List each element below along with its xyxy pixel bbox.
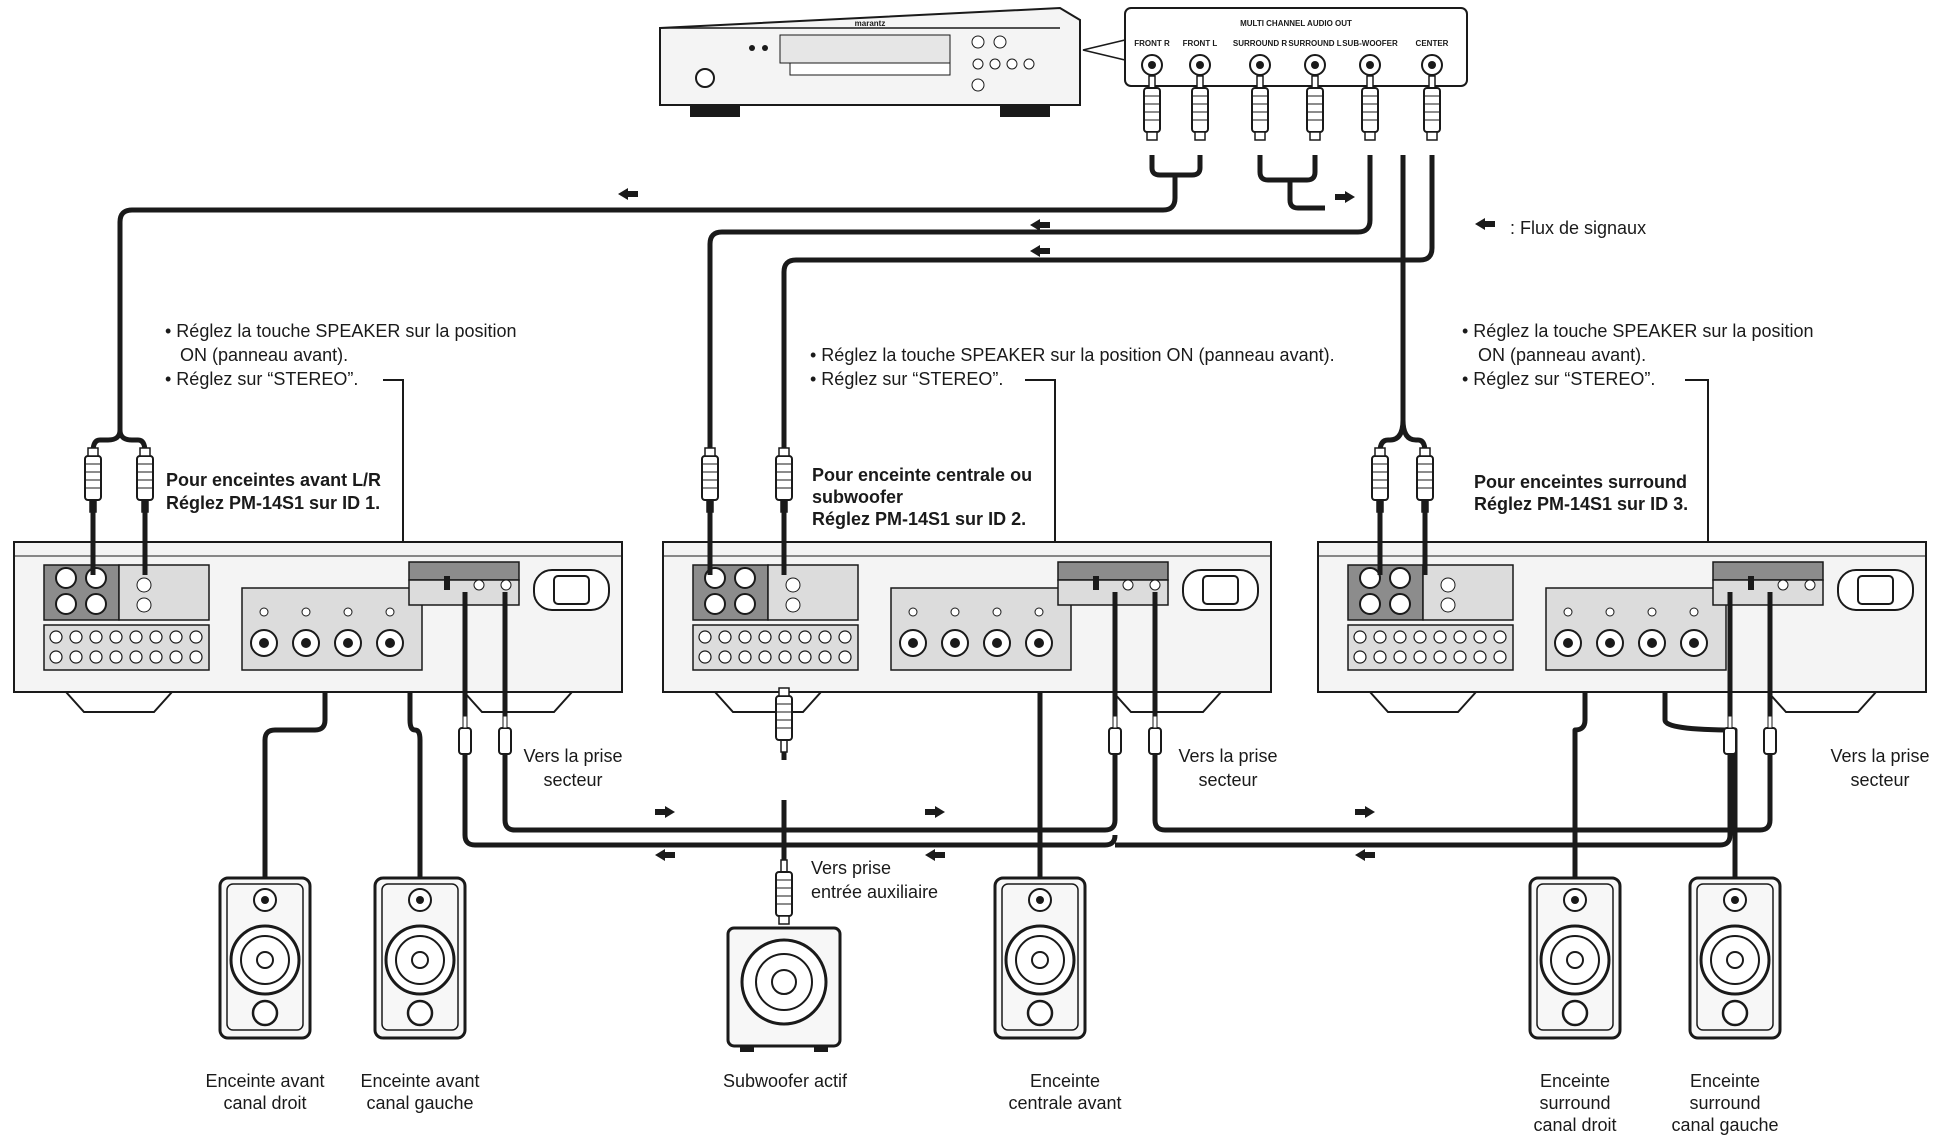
speaker-label-front-right: Enceinte avant canal droit — [205, 1071, 325, 1113]
rca-plug-icon — [136, 447, 154, 513]
amp1-note-stereo: • Réglez sur “STEREO”. — [165, 369, 359, 389]
amp3-note-stereo: • Réglez sur “STEREO”. — [1462, 369, 1656, 389]
amp1-note-line2: ON (panneau avant). — [180, 345, 349, 365]
flow-arrow-icon — [1475, 218, 1495, 230]
rca-plug-icon — [1306, 75, 1324, 141]
amplifier-rear-panel — [662, 541, 1272, 713]
amp3-note-line1: • Réglez la touche SPEAKER sur la positi… — [1462, 321, 1814, 341]
amp2-note-stereo: • Réglez sur “STEREO”. — [810, 369, 1004, 389]
amp2-title-line1: Pour enceinte centrale ou — [812, 465, 1033, 485]
amp2-note-line1: • Réglez la touche SPEAKER sur la positi… — [810, 345, 1335, 365]
jack-label: FRONT R — [1134, 39, 1170, 48]
jack-label: SUB-WOOFER — [1342, 39, 1398, 48]
speaker-surround-left — [1688, 876, 1782, 1040]
speaker-label-surround-right: Enceinte surround canal droit — [1533, 1071, 1617, 1135]
flow-arrow-icon — [618, 188, 638, 200]
amp3-mains-label: Vers la prise secteur — [1830, 746, 1930, 790]
multi-channel-panel: MULTI CHANNEL AUDIO OUT FRONT R FRONT L SU… — [1124, 7, 1468, 87]
rca-plug-icon — [1361, 75, 1379, 141]
speaker-front-left — [373, 876, 467, 1040]
speaker-center — [993, 876, 1087, 1040]
flow-arrow-icon — [925, 849, 945, 861]
rca-jack-icon — [704, 593, 726, 615]
mini-plug-icon — [458, 592, 472, 755]
flow-arrow-icon — [655, 849, 675, 861]
flow-arrow-icon — [1355, 849, 1375, 861]
flow-arrow-icon — [1030, 219, 1050, 231]
mini-plug-icon — [1723, 592, 1737, 755]
flow-arrow-icon — [1355, 806, 1375, 818]
rca-plug-icon — [1251, 75, 1269, 141]
amp3-title-line2: Réglez PM-14S1 sur ID 3. — [1474, 494, 1689, 514]
multi-channel-title: MULTI CHANNEL AUDIO OUT — [1240, 19, 1352, 28]
mini-plug-icon — [1148, 592, 1162, 755]
rca-plug-icon — [1423, 75, 1441, 141]
flow-arrow-icon — [925, 806, 945, 818]
rca-jack-icon — [1359, 593, 1381, 615]
rca-jack-icon — [734, 593, 756, 615]
rca-jack-icon — [85, 567, 107, 589]
speaker-surround-right — [1528, 876, 1622, 1040]
subwoofer — [726, 926, 842, 1052]
rca-jack-icon — [55, 567, 77, 589]
amp1-title-line2: Réglez PM-14S1 sur ID 1. — [166, 493, 381, 513]
rca-jack-icon — [1389, 593, 1411, 615]
rca-jack-icon — [1359, 567, 1381, 589]
rca-jack-icon — [85, 593, 107, 615]
amplifier-rear-panel — [1317, 541, 1927, 713]
sacd-player: marantz — [659, 6, 1126, 117]
amp2-title-line2: subwoofer — [812, 487, 904, 507]
mini-plug-icon — [1108, 592, 1122, 755]
speaker-front-right — [218, 876, 312, 1040]
speaker-label-subwoofer: Subwoofer actif — [722, 1071, 848, 1091]
note-leaders — [383, 379, 1709, 560]
amp3-title-line1: Pour enceintes surround — [1474, 472, 1688, 492]
speaker-label-front-left: Enceinte avant canal gauche — [360, 1071, 480, 1113]
mini-plug-icon — [1763, 592, 1777, 755]
signal-flow-arrows — [618, 188, 1495, 861]
jack-label: FRONT L — [1183, 39, 1218, 48]
rca-plug-icon — [775, 859, 793, 925]
amp1-title-line1: Pour enceintes avant L/R — [166, 470, 382, 490]
amp2-mains-label: Vers la prise secteur — [1178, 746, 1278, 790]
flow-arrow-icon — [655, 806, 675, 818]
amplifier-rear-panel — [13, 541, 623, 713]
rca-jack-icon — [1389, 567, 1411, 589]
rca-jack-icon — [734, 567, 756, 589]
amp2-title-line3: Réglez PM-14S1 sur ID 2. — [812, 509, 1027, 529]
jack-label: CENTER — [1416, 39, 1449, 48]
amp3-note-line2: ON (panneau avant). — [1478, 345, 1647, 365]
speaker-label-surround-left: Enceinte surround canal gauche — [1671, 1071, 1779, 1135]
aux-input-label: Vers prise entrée auxiliaire — [811, 858, 939, 902]
mini-plug-icon — [498, 592, 512, 755]
flow-arrow-icon — [1030, 245, 1050, 257]
flow-arrow-icon — [1335, 191, 1355, 203]
signal-flow-legend: : Flux de signaux — [1510, 218, 1647, 238]
rca-jack-icon — [55, 593, 77, 615]
amp1-mains-label: Vers la prise secteur — [523, 746, 623, 790]
amp1-note-line1: • Réglez la touche SPEAKER sur la positi… — [165, 321, 517, 341]
jack-label: SURROUND L — [1288, 39, 1341, 48]
rca-plug-icon — [775, 687, 793, 753]
signal-cables — [90, 155, 1773, 880]
power-knob-icon — [695, 68, 715, 88]
rca-plug-icon — [1191, 75, 1209, 141]
speaker-label-center: Enceinte centrale avant — [1008, 1071, 1122, 1113]
rca-plug-icon — [1143, 75, 1161, 141]
jack-label: SURROUND R — [1233, 39, 1287, 48]
brand-logo: marantz — [855, 19, 886, 28]
